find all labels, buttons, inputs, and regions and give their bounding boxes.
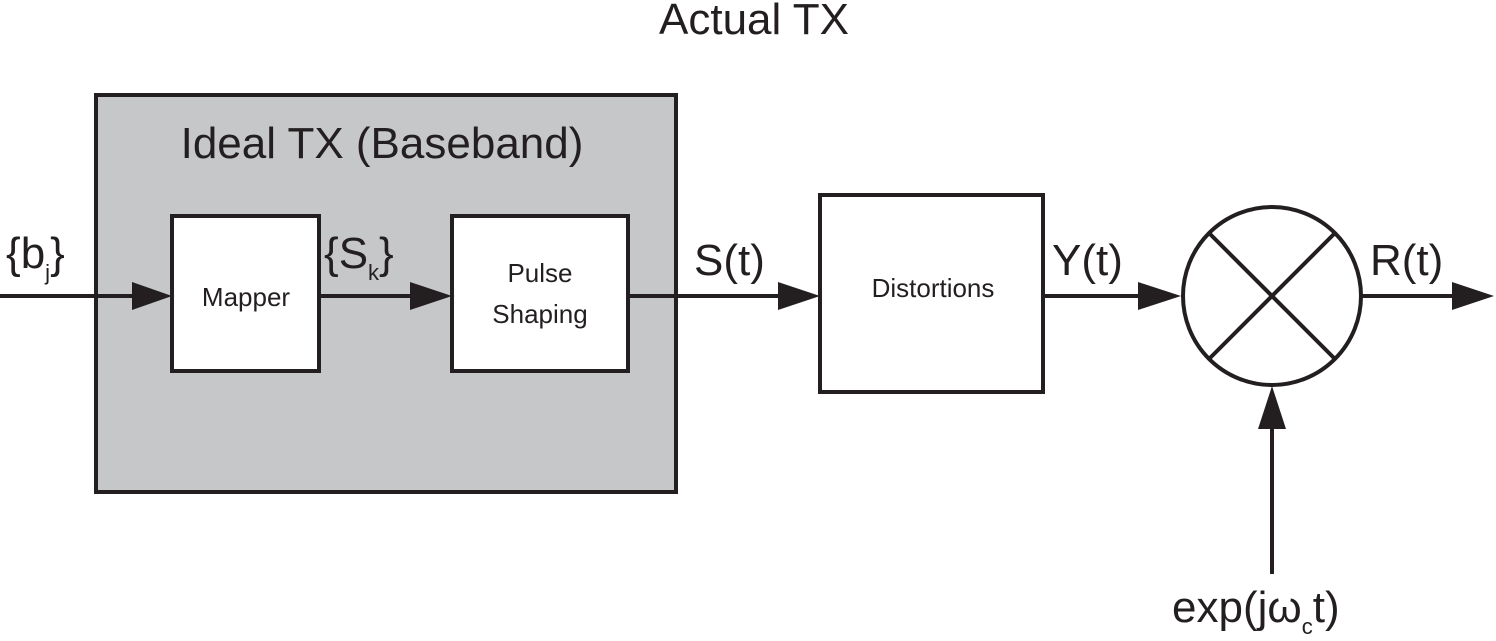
y-t-label: Y(t): [1052, 236, 1123, 285]
pulse-shaping-label-line2: Shaping: [492, 299, 587, 329]
multiplier-circle-icon: [1181, 205, 1363, 387]
input-arrowhead: [132, 282, 172, 310]
distortions-label: Distortions: [872, 273, 995, 303]
input-bits-label: {bj}: [6, 229, 65, 285]
s-t-label: S(t): [694, 236, 765, 285]
symbols-arrowhead: [410, 282, 452, 310]
r-t-arrowhead: [1452, 282, 1494, 310]
s-t-arrowhead: [778, 282, 820, 310]
carrier-arrowhead: [1258, 386, 1286, 429]
y-t-arrowhead: [1138, 282, 1181, 310]
carrier-label: exp(jωct): [1172, 583, 1340, 639]
diagram-title: Actual TX: [659, 0, 849, 44]
ideal-tx-label: Ideal TX (Baseband): [181, 119, 584, 168]
mapper-block: [170, 214, 321, 373]
pulse-shaping-block: [450, 214, 630, 373]
r-t-label: R(t): [1370, 236, 1443, 285]
symbols-label: {Sk}: [324, 229, 394, 285]
pulse-shaping-label-line1: Pulse: [507, 258, 572, 288]
mapper-label: Mapper: [202, 282, 290, 312]
distortions-block: [818, 193, 1045, 394]
